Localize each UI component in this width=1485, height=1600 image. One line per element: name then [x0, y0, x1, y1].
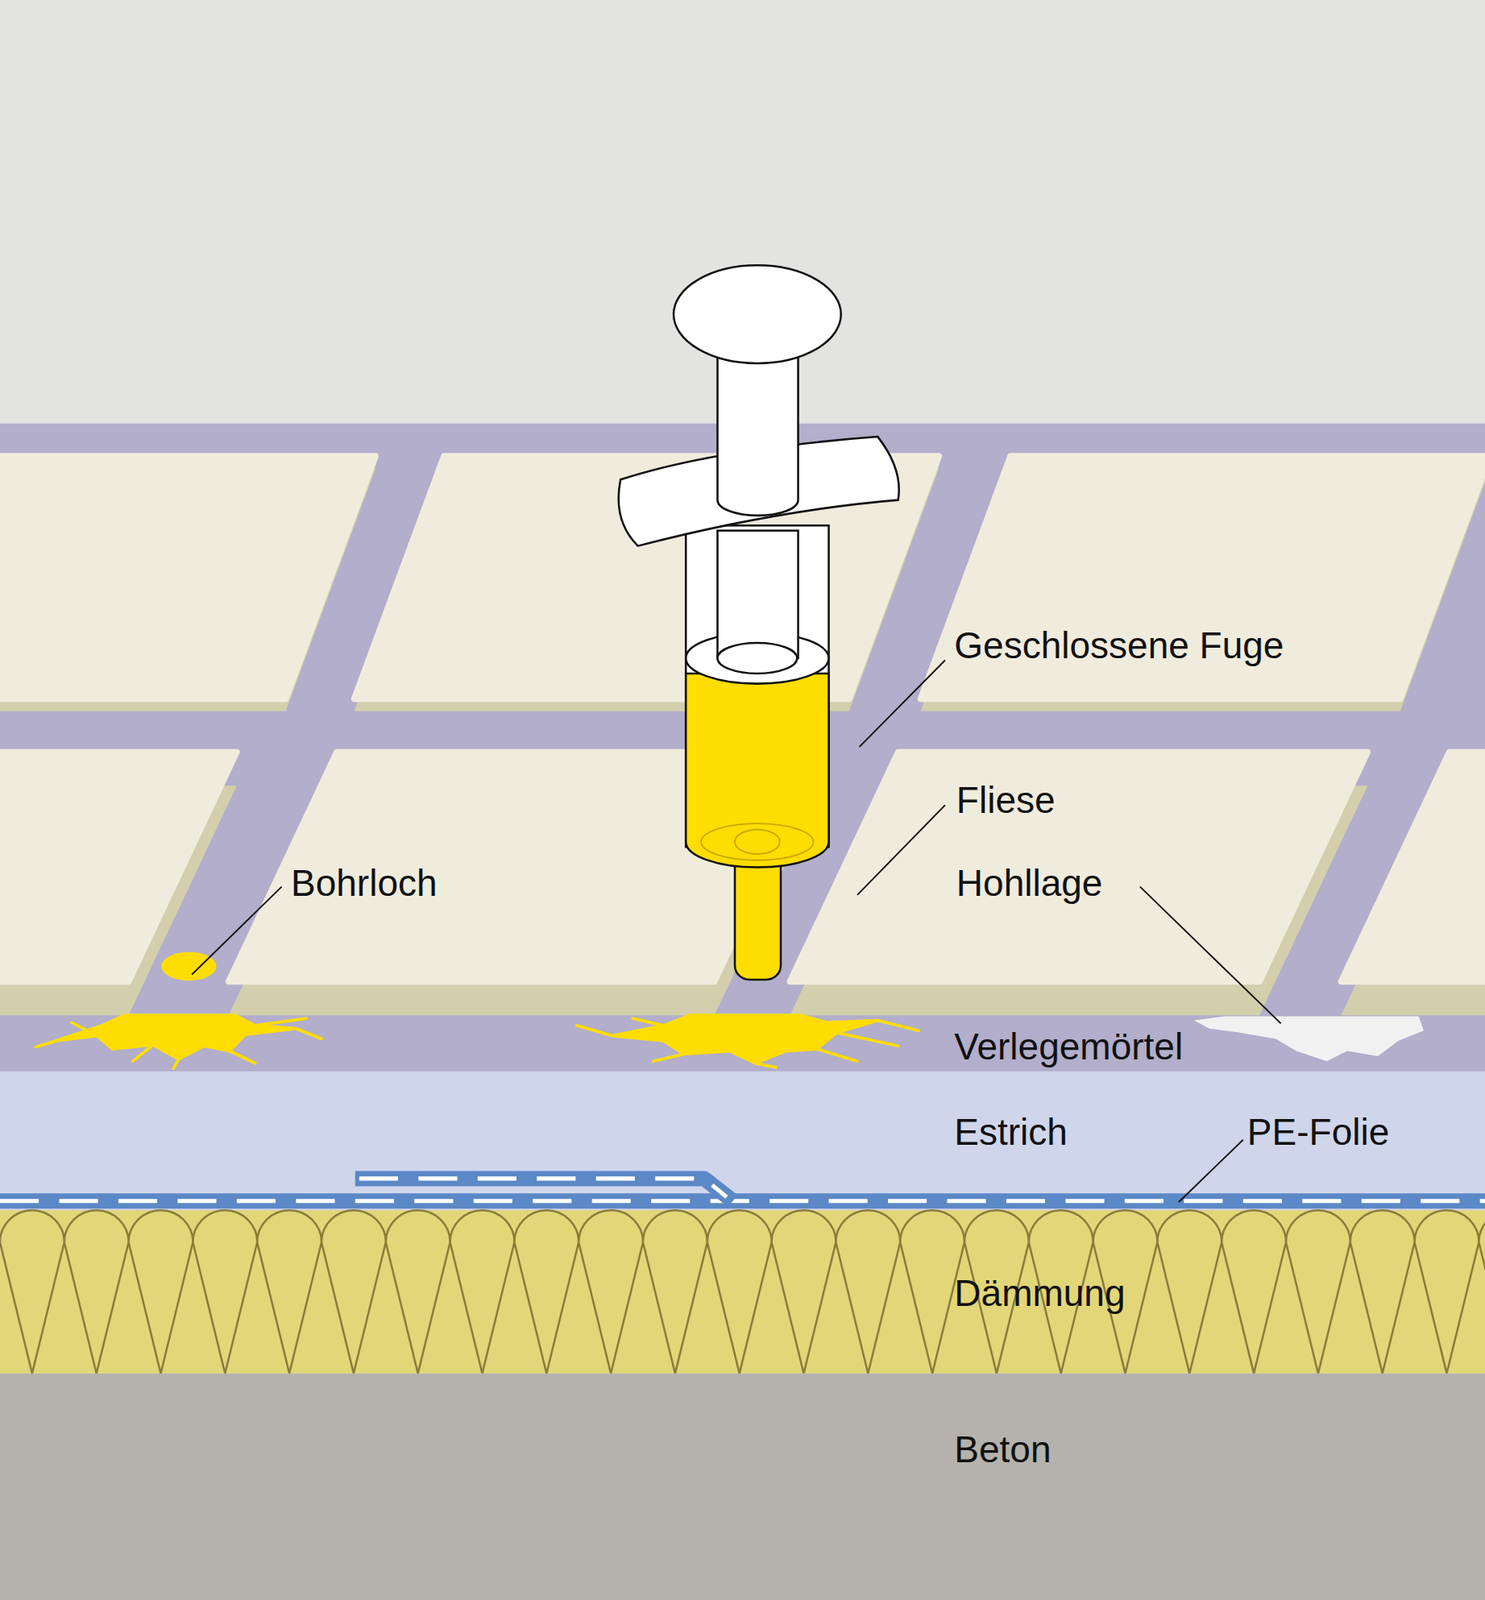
tile: [0, 751, 237, 982]
syringe-tip-ring: [701, 823, 814, 861]
leader-line: [191, 887, 282, 975]
crack-lines: [35, 1018, 322, 1069]
insulation-texture: [0, 1210, 1485, 1374]
layer-label: Dämmung: [954, 1274, 1125, 1312]
layer-band: Verlegemörtel: [0, 1015, 1485, 1072]
foil-overlap: [355, 1178, 734, 1202]
layer-band: Dämmung: [0, 1212, 1485, 1374]
layer-label: Beton: [954, 1431, 1051, 1469]
leader-line: [859, 659, 946, 747]
callout-label: Geschlossene Fuge: [954, 626, 1284, 664]
layer-band: Beton: [0, 1373, 1485, 1600]
hollow-void: [1194, 1016, 1424, 1062]
syringe-resin: [685, 673, 829, 868]
crack-lines: [576, 1018, 919, 1068]
plunger-rod-end: [717, 642, 797, 674]
callout-label: PE-Folie: [1247, 1113, 1390, 1151]
drill-hole: [161, 952, 216, 981]
tile: [920, 456, 1485, 699]
insulation-layer: [0, 1210, 1485, 1374]
leader-lines: [191, 659, 1282, 1203]
screed-layer: [0, 1071, 1485, 1192]
foil-line: [0, 1193, 1485, 1209]
layer-label: Estrich: [954, 1113, 1068, 1151]
resin-spread: [56, 1015, 297, 1059]
concrete-layer: [0, 1373, 1485, 1600]
tile: [789, 751, 1368, 982]
plunger-rod-top: [717, 347, 798, 516]
callout-label: Bohrloch: [290, 864, 438, 902]
screed-gap: [0, 1191, 1485, 1212]
leader-line: [1140, 887, 1282, 1025]
background: [0, 0, 1485, 424]
syringe-tip-hole: [734, 829, 780, 855]
callout-label: Fliese: [956, 781, 1056, 819]
syringe: [618, 265, 900, 980]
leader-line: [857, 804, 946, 895]
callout-label: Hohllage: [956, 864, 1104, 902]
foil-overlap-dashes: [359, 1178, 727, 1198]
tiles: [0, 456, 1485, 1016]
tile-tops: [0, 456, 1485, 982]
plunger-head: [673, 265, 842, 364]
tile: [1340, 751, 1485, 982]
layer-label: Verlegemörtel: [954, 1028, 1183, 1066]
foil-dashes: [0, 1198, 1485, 1203]
tile: [0, 456, 376, 699]
plunger-rod: [717, 530, 798, 659]
pe-foil: [0, 1178, 1485, 1202]
leader-line: [1178, 1140, 1244, 1203]
resin-cracks: [35, 1015, 919, 1069]
